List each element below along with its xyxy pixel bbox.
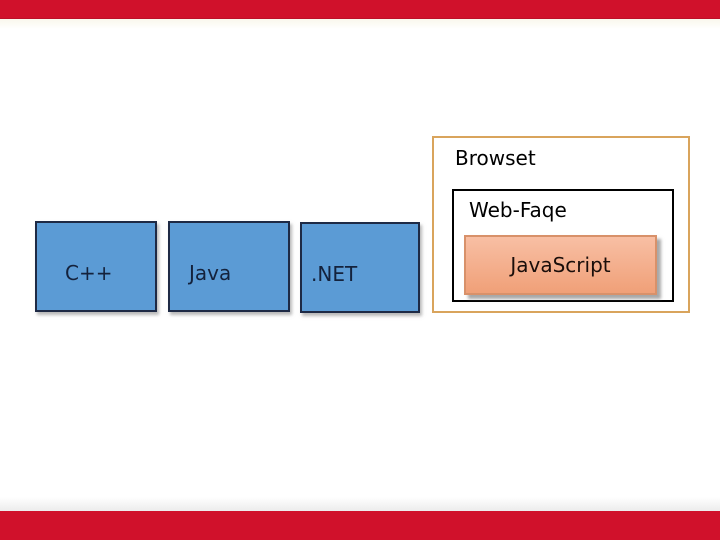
language-label-cpp: C++ <box>65 260 113 285</box>
top-red-bar <box>0 0 720 19</box>
web-page-container-box: Web-Faqe JavaScript <box>452 189 674 302</box>
browser-container-box: Browset Web-Faqe JavaScript <box>432 136 690 313</box>
language-box-dotnet: .NET <box>300 222 420 313</box>
language-box-java: Java <box>168 221 290 312</box>
bottom-bar-fade <box>0 497 720 511</box>
bottom-red-bar <box>0 511 720 540</box>
language-label-java: Java <box>189 260 232 285</box>
web-page-box-title: Web-Faqe <box>469 198 567 222</box>
language-label-dotnet: .NET <box>311 261 358 286</box>
javascript-box: JavaScript <box>464 235 657 295</box>
top-bar-fade <box>0 19 720 29</box>
language-box-cpp: C++ <box>35 221 157 312</box>
browser-box-title: Browset <box>455 146 536 170</box>
javascript-box-label: JavaScript <box>510 253 611 277</box>
